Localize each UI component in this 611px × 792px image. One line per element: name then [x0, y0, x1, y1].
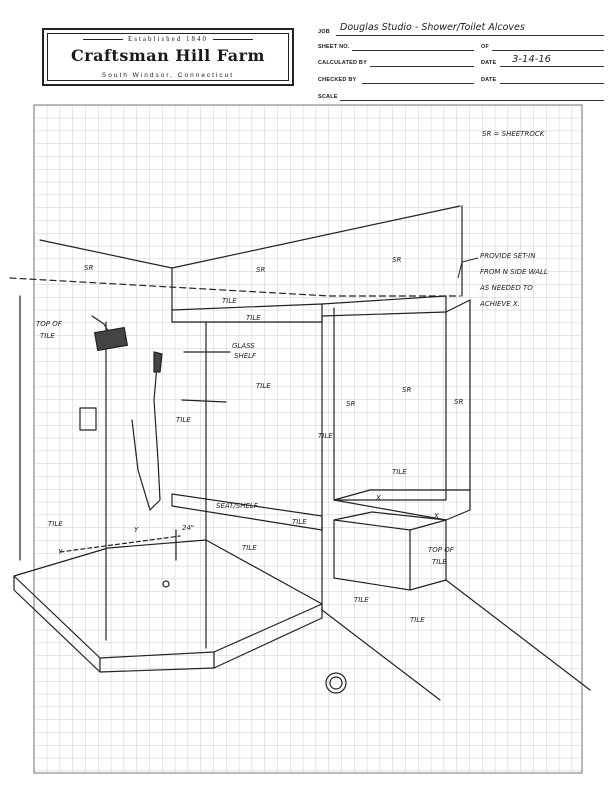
company-logo: Established 1840 Craftsman Hill Farm Sou…	[42, 28, 294, 86]
of-label: OF	[481, 44, 490, 50]
checked-label: CHECKED BY	[318, 77, 357, 83]
note-provide-1: PROVIDE SET-IN	[480, 252, 536, 260]
label-tile-floor-1: TILE	[354, 596, 369, 604]
sheet-label: SHEET NO.	[318, 44, 350, 50]
scale-line	[340, 100, 604, 101]
label-sr-alcove-left: SR	[346, 400, 355, 408]
dimension-y-line	[59, 535, 181, 553]
label-top-of-tile-left-1: TOP OF	[36, 320, 63, 328]
toilet-tank-side	[409, 519, 447, 591]
sheet-line	[352, 50, 474, 51]
label-dim-24: 24"	[182, 524, 194, 532]
note-provide-3: AS NEEDED TO	[479, 284, 533, 292]
label-glass-shelf-2: SHELF	[234, 352, 257, 360]
label-top-of-tile-right-2: TILE	[432, 558, 447, 566]
alcove-shelf-edge	[333, 499, 447, 521]
alcove-opening	[333, 307, 447, 501]
shower-pan-corners	[99, 651, 215, 673]
label-tile-left: TILE	[48, 520, 63, 528]
label-tile-alcove-bottom: TILE	[392, 468, 407, 476]
of-line	[492, 50, 604, 51]
alcove-return	[445, 299, 471, 521]
job-line	[336, 35, 604, 36]
label-tile-band-top: TILE	[222, 297, 237, 305]
shower-drain	[162, 580, 170, 588]
label-glass-shelf-1: GLASS	[232, 342, 255, 350]
hand-shower-hose	[131, 353, 161, 511]
label-tile-front: TILE	[242, 544, 257, 552]
shower-pan-curb	[13, 575, 323, 673]
label-seat-shelf: SEAT/SHELF	[216, 502, 259, 510]
job-label: JOB	[318, 29, 330, 35]
label-x-left: X	[375, 494, 381, 502]
label-tile-wall: TILE	[256, 382, 271, 390]
tile-band-right	[321, 295, 447, 317]
date-line	[500, 66, 604, 67]
label-x-right: X	[433, 512, 439, 520]
label-tile-seat: TILE	[292, 518, 307, 526]
shower-valve	[79, 407, 97, 431]
legend-sr: SR = SHEETROCK	[482, 130, 546, 138]
glass-shelves	[181, 351, 231, 403]
label-dim-y1: Y	[58, 548, 63, 556]
date2-label: DATE	[481, 77, 497, 83]
label-sr-ceiling-right: SR	[392, 256, 401, 264]
label-tile-post: TILE	[318, 432, 333, 440]
date2-line	[500, 83, 604, 84]
label-sr-ceiling-mid: SR	[256, 266, 265, 274]
seat-shelf	[171, 493, 323, 531]
note-pointer	[457, 257, 479, 279]
floor-lines	[321, 579, 591, 701]
label-tile-floor-2: TILE	[410, 616, 425, 624]
alcove-bottom	[333, 489, 471, 501]
label-tile-band-top-2: TILE	[246, 314, 261, 322]
soffit-verticals	[171, 205, 463, 311]
calculated-label: CALCULATED BY	[318, 60, 367, 66]
note-provide-4: ACHIEVE X.	[479, 300, 520, 308]
floor-drain-inner	[329, 676, 343, 690]
soffit-hidden-line	[9, 277, 461, 297]
date-label: DATE	[481, 60, 497, 66]
checked-line	[362, 83, 474, 84]
label-sr-alcove-mid: SR	[402, 386, 411, 394]
floor-drain	[325, 672, 347, 694]
shower-head	[94, 326, 128, 352]
scale-label: SCALE	[318, 94, 338, 100]
toilet-tank-top	[333, 511, 447, 521]
date-value: 3-14-16	[512, 54, 552, 65]
hand-shower-head	[153, 351, 163, 373]
graph-paper-grid	[33, 104, 583, 774]
note-provide-2: FROM N SIDE WALL	[480, 268, 548, 276]
label-sr-alcove-right: SR	[454, 398, 463, 406]
label-top-of-tile-left-2: TILE	[40, 332, 55, 340]
job-value: Douglas Studio - Shower/Toilet Alcoves	[340, 22, 525, 33]
label-tile-wall-2: TILE	[176, 416, 191, 424]
label-sr-ceiling-left: SR	[84, 264, 93, 272]
label-top-of-tile-right-1: TOP OF	[428, 546, 455, 554]
label-dim-y2: Y	[134, 526, 139, 534]
calculated-line	[370, 66, 474, 67]
